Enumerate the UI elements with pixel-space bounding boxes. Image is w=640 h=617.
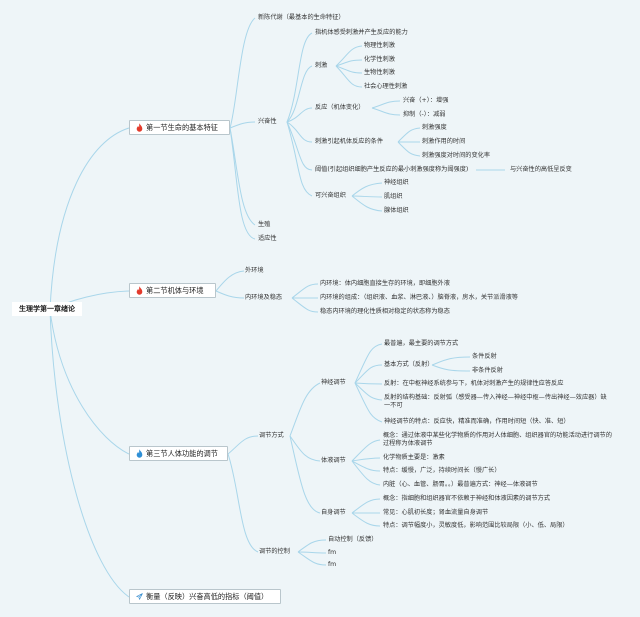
humoral-item[interactable]: 化学物质主要是：激素 xyxy=(383,454,445,461)
stimulus-item[interactable]: 物理性刺激 xyxy=(364,42,395,49)
humoral-regulation-node[interactable]: 体液调节 xyxy=(321,457,346,464)
internal-env-item[interactable]: 稳态内环境的理化性质相对稳定的状态称为稳态 xyxy=(320,308,450,315)
section-1-topic[interactable]: 第一节生命的基本特征 xyxy=(129,120,230,135)
humoral-item[interactable]: 内脏（心、血管、肠胃。。）最普遍方式：神经—体液调节 xyxy=(383,481,538,488)
condition-item[interactable]: 刺激作用的时间 xyxy=(422,138,466,145)
excitability-node[interactable]: 兴奋性 xyxy=(258,118,277,125)
neural-item[interactable]: 最普遍，最主要的调节方式 xyxy=(384,340,459,347)
adaptability-node[interactable]: 适应性 xyxy=(258,235,277,242)
internal-env-item[interactable]: 内环境的组成：（组织液、血浆、淋巴液、）脑脊液，房水，关节派滑液等 xyxy=(320,294,518,301)
control-item[interactable]: 自动控制（反馈） xyxy=(328,536,378,543)
stimulus-item[interactable]: 社会心理性刺激 xyxy=(364,83,408,90)
conditions-node[interactable]: 刺激引起机体反应的条件 xyxy=(315,138,384,145)
neural-regulation-node[interactable]: 神经调节 xyxy=(321,379,346,386)
threshold-note-node[interactable]: 与兴奋性的高低呈反变 xyxy=(510,166,572,173)
neural-item[interactable]: 反射：在中枢神经系统参与下，机体对刺激产生的规律性应答反应 xyxy=(384,380,564,387)
external-env-node[interactable]: 外环境 xyxy=(245,267,264,274)
metabolism-node[interactable]: 新陈代谢（最基本的生命特征） xyxy=(258,14,345,21)
stimulus-item[interactable]: 生物性刺激 xyxy=(364,69,395,76)
auto-item[interactable]: 常见：心肌初长度；肾血流量自身调节 xyxy=(383,509,489,516)
tissue-item[interactable]: 肌组织 xyxy=(384,193,403,200)
condition-item[interactable]: 刺激强度 xyxy=(422,124,447,131)
internal-env-node[interactable]: 内环境及稳态 xyxy=(245,294,283,301)
internal-env-item[interactable]: 内环境：体内细胞直接生存的环境，即细胞外液 xyxy=(320,280,450,287)
tissue-item[interactable]: 腺体组织 xyxy=(384,207,409,214)
reflex-item[interactable]: 非条件反射 xyxy=(472,367,503,374)
response-item[interactable]: 兴奋（+）：增强 xyxy=(403,97,449,104)
fire-icon xyxy=(136,123,143,132)
auto-regulation-node[interactable]: 自身调节 xyxy=(321,509,346,516)
fire-icon xyxy=(136,286,143,295)
section-4-label: 衡量（反映）兴奋高低的指标（阈值） xyxy=(146,591,269,601)
stimulus-item[interactable]: 化学性刺激 xyxy=(364,56,395,63)
excitability-definition-node[interactable]: 指机体感受刺激并产生反应的能力 xyxy=(315,29,408,36)
root-topic[interactable]: 生理学第一章绪论 xyxy=(12,302,82,316)
humoral-item[interactable]: 概念：通过体液中某些化学物质的作用对人体细胞、组织器官的功能活动进行调节的过程称… xyxy=(383,432,612,447)
stimulus-node[interactable]: 刺激 xyxy=(315,62,328,69)
control-item[interactable]: fm xyxy=(328,561,337,568)
section-1-label: 第一节生命的基本特征 xyxy=(146,122,218,132)
section-3-label: 第三节人体功能的调节 xyxy=(146,448,218,458)
neural-item[interactable]: 神经调节的特点：反应快，精准而准确，作用时间短（快、准、短） xyxy=(384,418,570,425)
fire-icon xyxy=(136,449,143,458)
threshold-node[interactable]: 阈值(引起组织细胞产生反应的最小刺激强度称为阈强度) xyxy=(315,166,469,173)
humoral-item[interactable]: 特点：缓慢，广泛，持续时间长（慢广长） xyxy=(383,467,501,474)
section-4-topic[interactable]: 衡量（反映）兴奋高低的指标（阈值） xyxy=(129,589,281,604)
section-2-topic[interactable]: 第二节机体与环境 xyxy=(129,283,216,298)
response-node[interactable]: 反应（机体变化） xyxy=(315,104,365,111)
paper-plane-icon xyxy=(136,593,143,600)
excitable-tissue-node[interactable]: 可兴奋组织 xyxy=(315,192,346,199)
section-3-topic[interactable]: 第三节人体功能的调节 xyxy=(129,446,228,461)
neural-item[interactable]: 反射的结构基础：反射弧（感受器—传入神经—神经中枢—传出神经—效应器）缺一不可 xyxy=(384,394,607,409)
reflex-item[interactable]: 条件反射 xyxy=(472,353,497,360)
basic-reflex-node[interactable]: 基本方式（反射） xyxy=(384,361,434,368)
auto-item[interactable]: 概念：指细胞和组织器官不依赖于神经和体液因素的调节方式 xyxy=(383,495,551,502)
section-2-label: 第二节机体与环境 xyxy=(146,285,204,295)
control-item[interactable]: fm xyxy=(328,549,337,556)
response-item[interactable]: 抑制（-）：减弱 xyxy=(403,111,446,118)
root-topic-label: 生理学第一章绪论 xyxy=(19,305,75,313)
tissue-item[interactable]: 神经组织 xyxy=(384,179,409,186)
auto-item[interactable]: 特点：调节幅度小，灵敏度低，影响范围比较局限（小、低、局限） xyxy=(383,522,569,529)
reproduction-node[interactable]: 生殖 xyxy=(258,221,271,228)
condition-item[interactable]: 刺激强度对时间的变化率 xyxy=(422,152,491,159)
regulation-control-node[interactable]: 调节的控制 xyxy=(259,548,290,555)
regulation-modes-node[interactable]: 调节方式 xyxy=(259,432,284,439)
